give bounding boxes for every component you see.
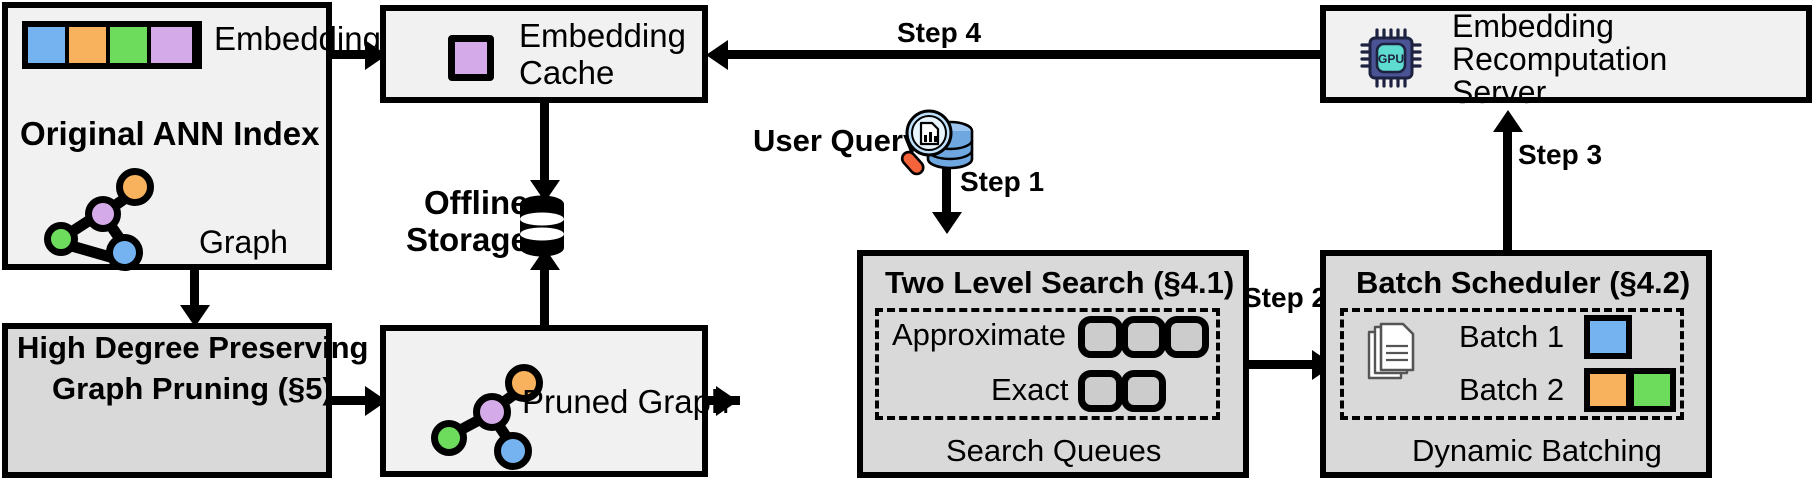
search-queues-dashed-region	[875, 308, 1220, 420]
batch-2-label: Batch 2	[1459, 372, 1565, 407]
arrow-step4-line	[726, 50, 1322, 59]
search-queues-footer: Search Queues	[946, 433, 1162, 468]
arrow-step3-head	[1493, 110, 1523, 132]
exact-row-label: Exact	[991, 372, 1069, 407]
gpu-chip-icon-text: GPU	[1378, 52, 1404, 66]
two-level-search-title: Two Level Search (§4.1)	[885, 265, 1235, 300]
arrow-step2-line	[1249, 360, 1321, 369]
batch-1-label: Batch 1	[1459, 319, 1565, 354]
arrow-step4-head	[706, 40, 728, 70]
recomputation-server-line2: Recomputation	[1452, 41, 1668, 77]
graph-node-orange	[116, 168, 154, 206]
embedding-cache-line2: Cache	[519, 54, 615, 91]
embedding-cache-box	[380, 5, 708, 103]
approximate-row-label: Approximate	[892, 317, 1067, 352]
original-ann-index-title: Original ANN Index	[20, 115, 320, 152]
arrow-pruned-to-storage-line	[540, 268, 549, 328]
embedding-swatch-blue	[28, 27, 69, 63]
offline-storage-line1: Offline	[424, 184, 529, 221]
batch-2-item-orange	[1584, 368, 1632, 412]
step-3-label: Step 3	[1518, 139, 1603, 170]
graph-node-blue	[106, 234, 143, 271]
embedding-swatch-green	[110, 27, 151, 63]
approximate-queue-slot	[1121, 316, 1166, 358]
pruned-graph-node-purple	[473, 393, 511, 431]
exact-queue-slot	[1121, 370, 1166, 412]
approximate-queue-slot	[1164, 316, 1209, 358]
batch-scheduler-title: Batch Scheduler (§4.2)	[1356, 265, 1691, 300]
embedding-swatch-orange	[69, 27, 110, 63]
arrow-pruned-to-storage-head	[530, 248, 560, 270]
graph-pruning-title-line1: High Degree Preserving	[17, 330, 369, 365]
arrow-index-to-pruning-head	[180, 305, 210, 327]
user-query-label: User Query	[753, 123, 921, 158]
two-level-search-box	[857, 250, 1249, 478]
embedding-swatch-strip	[22, 21, 202, 69]
arrow-index-to-cache-line	[332, 50, 367, 59]
batch-2-item-green	[1628, 368, 1676, 412]
embedding-swatch-purple	[151, 27, 192, 63]
arrow-step1-line	[942, 168, 951, 216]
graph-node-green	[44, 222, 78, 256]
graph-node-purple	[85, 196, 121, 232]
gpu-chip-icon: GPU	[1360, 28, 1422, 88]
step-2-label: Step 2	[1243, 282, 1328, 313]
graph-pruning-box	[2, 323, 332, 478]
graph-label: Graph	[199, 224, 288, 260]
embedding-cache-line1: Embedding	[519, 17, 686, 54]
dynamic-batching-dashed-region	[1340, 308, 1684, 420]
recomputation-server-box	[1320, 5, 1812, 103]
pruned-graph-node-orange	[505, 364, 543, 402]
recomputation-server-line3: Server	[1452, 74, 1547, 110]
arrow-cache-to-storage-line	[540, 103, 549, 183]
dynamic-batching-footer: Dynamic Batching	[1412, 433, 1662, 468]
batch-1-item-blue	[1584, 315, 1632, 359]
step-1-label: Step 1	[960, 166, 1045, 197]
approximate-queue-slot	[1078, 316, 1123, 358]
arrow-step1-head	[932, 212, 962, 234]
exact-queue-slot	[1078, 370, 1123, 412]
pruned-graph-label: Pruned Graph	[522, 383, 730, 420]
pruned-graph-box	[380, 325, 708, 477]
pruned-graph-node-blue	[494, 432, 532, 470]
graph-pruning-title-line2: Graph Pruning (§5)	[52, 371, 333, 406]
step-4-label: Step 4	[897, 17, 982, 48]
offline-storage-line2: Storage	[406, 221, 529, 258]
arrow-pruned-to-search-head	[716, 386, 738, 416]
arrow-step3-line	[1503, 130, 1512, 250]
pruned-graph-node-green	[431, 420, 467, 456]
purple-square-icon	[448, 35, 494, 81]
recomputation-server-line1: Embedding	[1452, 8, 1614, 44]
arrow-pruning-to-pruned-line	[332, 396, 367, 405]
arrow-index-to-pruning-line	[190, 270, 199, 308]
documents-stack-icon	[1367, 322, 1415, 380]
